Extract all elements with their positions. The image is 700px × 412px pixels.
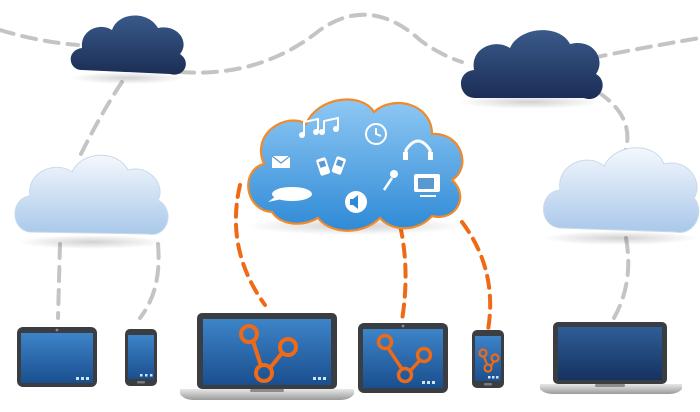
connection-line-left-phone	[138, 242, 161, 320]
tablet-device-left	[17, 327, 97, 387]
share-icon	[239, 324, 298, 383]
video-camera-icon	[414, 174, 440, 197]
music-notes-icon	[299, 116, 339, 138]
share-icon	[478, 348, 500, 373]
laptop-device-right	[540, 322, 682, 394]
envelope-icon	[271, 155, 291, 168]
light-cloud-right	[542, 147, 700, 245]
microphone-icon	[382, 170, 398, 191]
tablet-status-icons	[422, 381, 435, 384]
laptop-status-icons	[313, 377, 326, 380]
tablet-camera-dot	[55, 328, 59, 332]
connection-line-top-right	[590, 36, 700, 60]
headphones-icon	[403, 139, 433, 160]
laptop-trackpad-notch	[595, 384, 625, 387]
orange-line-laptop	[233, 183, 267, 307]
phone-status-icons	[140, 374, 153, 377]
connection-line-top-left	[0, 28, 80, 47]
laptop-screen	[203, 319, 331, 385]
chat-bubble-icon	[268, 187, 312, 202]
phone-device-left	[125, 329, 157, 386]
laptop-trackpad-notch	[250, 389, 284, 392]
light-cloud-left	[14, 154, 169, 249]
tablet-device-center	[358, 323, 448, 393]
connection-line-left-down	[76, 80, 124, 162]
mobile-phones-icon	[316, 156, 346, 176]
tablet-screen	[21, 333, 93, 383]
connection-line-top-span	[178, 12, 464, 75]
clock-icon	[365, 123, 387, 145]
connection-line-right-laptop	[612, 236, 631, 320]
share-icon	[376, 333, 433, 384]
phone-home-button	[137, 381, 145, 384]
phone-status-icons	[488, 376, 499, 379]
dark-cloud-top-right	[458, 30, 603, 109]
speaker-icon	[345, 191, 367, 213]
tablet-status-icons	[76, 377, 89, 380]
phone-device-center	[472, 330, 504, 388]
orange-line-tablet	[398, 223, 408, 322]
laptop-device-center	[180, 313, 354, 400]
phone-screen	[128, 335, 154, 379]
phone-screen	[475, 336, 501, 381]
orange-line-phone	[460, 220, 493, 332]
laptop-screen	[558, 327, 662, 380]
laptop-base	[540, 384, 682, 394]
dark-cloud-top-left	[70, 15, 186, 84]
phone-home-button	[484, 383, 492, 386]
connection-line-left-tablet	[56, 242, 62, 320]
tablet-camera-dot	[401, 324, 405, 328]
central-cloud	[245, 98, 465, 235]
laptop-base	[180, 389, 354, 400]
